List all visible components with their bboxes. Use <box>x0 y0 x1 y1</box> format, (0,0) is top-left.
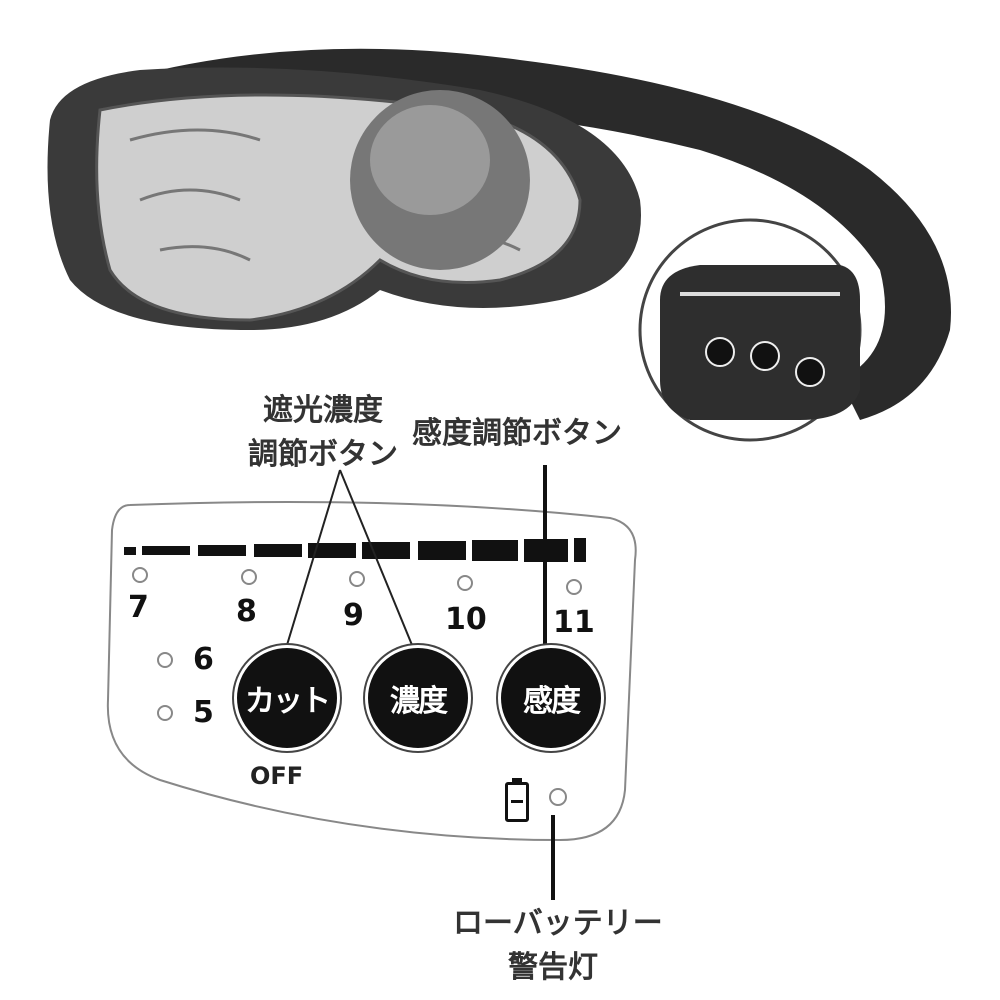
shade-number: 6 <box>193 642 214 677</box>
led-indicator-7 <box>132 567 148 583</box>
off-label: OFF <box>250 762 304 790</box>
shade-number: 8 <box>236 594 257 629</box>
shade-number: 5 <box>193 695 214 730</box>
sensitivity-button[interactable]: 感度 <box>498 645 604 751</box>
label-line: ローバッテリー <box>453 906 663 941</box>
label-line: 遮光濃度 <box>263 393 383 428</box>
low-battery-led <box>549 788 567 806</box>
led-indicator-5 <box>157 705 173 721</box>
led-indicator-10 <box>457 575 473 591</box>
led-indicator-8 <box>241 569 257 585</box>
led-indicator-11 <box>566 579 582 595</box>
shade-number: 11 <box>553 605 595 640</box>
label-line: 調節ボタン <box>248 437 398 472</box>
battery-icon <box>505 778 529 822</box>
led-indicator-6 <box>157 652 173 668</box>
cut-button[interactable]: カット <box>234 645 340 751</box>
shade-adjust-button-label: 遮光濃度 調節ボタン <box>248 385 398 473</box>
shade-number: 7 <box>128 590 149 625</box>
density-button[interactable]: 濃度 <box>365 645 471 751</box>
low-battery-warning-label: ローバッテリー 警告灯 <box>453 898 663 986</box>
led-indicator-9 <box>349 571 365 587</box>
shade-number: 9 <box>343 598 364 633</box>
sensitivity-adjust-button-label: 感度調節ボタン <box>412 416 622 451</box>
label-line: 警告灯 <box>508 950 598 985</box>
shade-number: 10 <box>445 602 487 637</box>
